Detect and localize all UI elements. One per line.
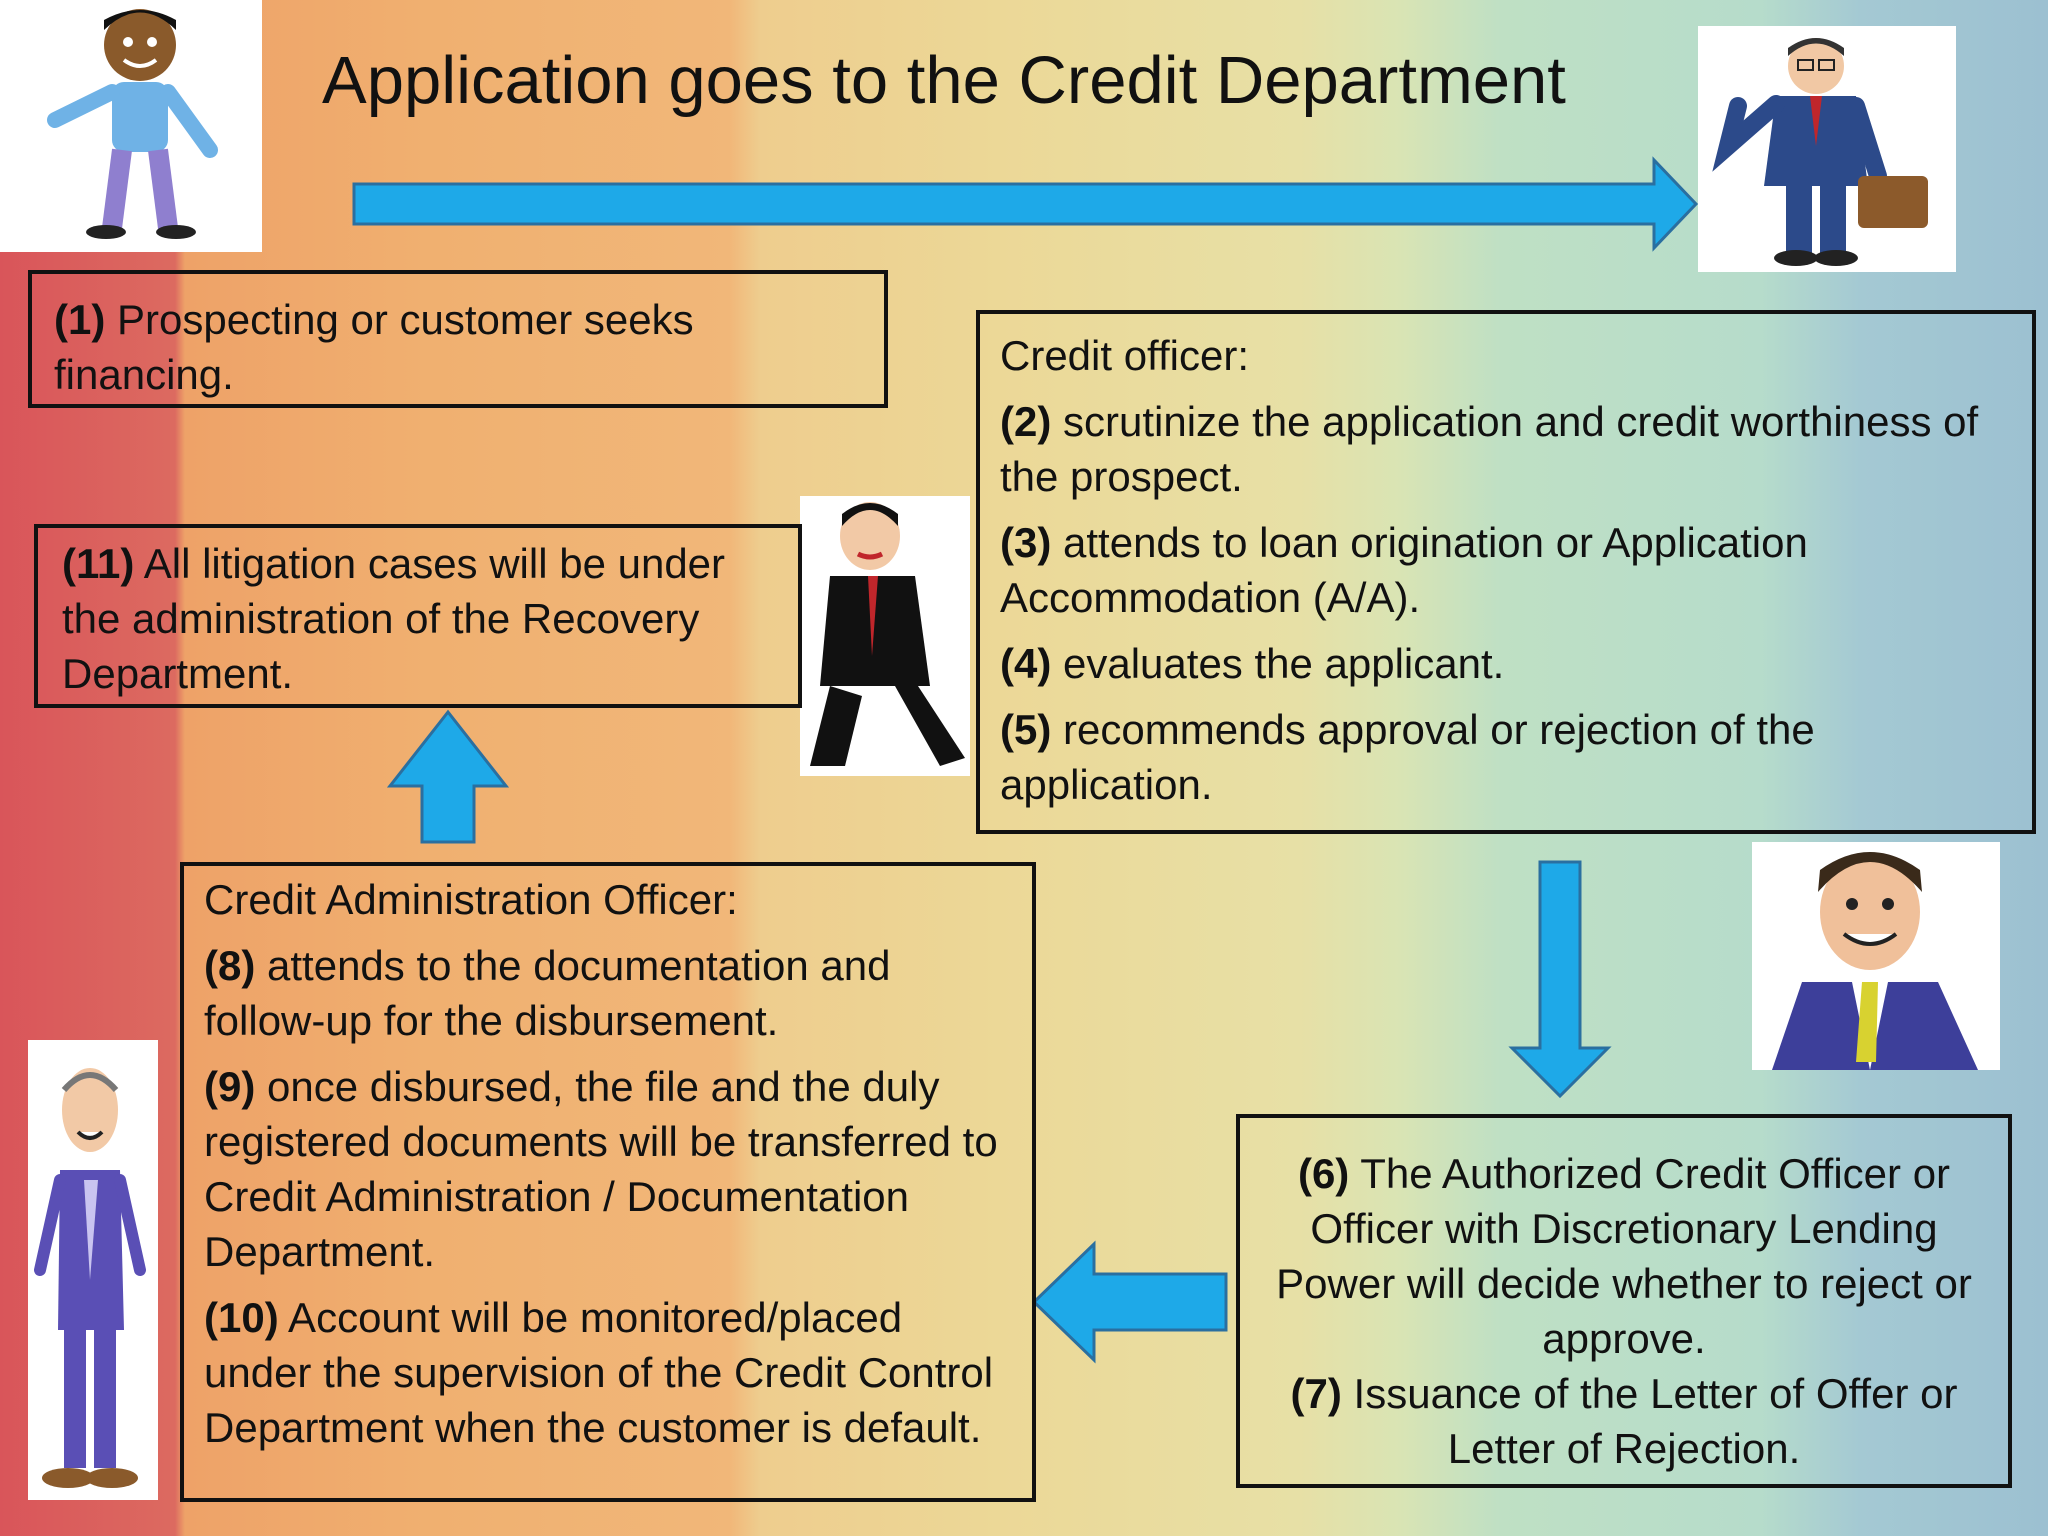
boy-cartoon-icon (0, 0, 262, 252)
step-description: attends to loan origination or Applicati… (1000, 519, 1808, 621)
step-description: Issuance of the Letter of Offer or Lette… (1341, 1370, 1958, 1472)
credit-officer-heading: Credit officer: (1000, 332, 1249, 379)
credit-officer-box: Credit officer: (2) scrutinize the appli… (976, 310, 2036, 834)
step-description: All litigation cases will be under the a… (62, 540, 726, 697)
step-number: (7) (1290, 1370, 1342, 1417)
step-7-text: (7) Issuance of the Letter of Offer or L… (1258, 1366, 1990, 1476)
step-1-box: (1) Prospecting or customer seeks financ… (28, 270, 888, 408)
step-2-text: (2) scrutinize the application and credi… (1000, 394, 2016, 504)
step-9-text: (9) once disbursed, the file and the dul… (204, 1059, 1018, 1279)
step-number: (5) (1000, 706, 1052, 753)
step-4-text: (4) evaluates the applicant. (1000, 636, 2016, 691)
step-number: (3) (1000, 519, 1052, 566)
step-11-box: (11) All litigation cases will be under … (34, 524, 802, 708)
step-description: recommends approval or rejection of the … (1000, 706, 1815, 808)
businessman-briefcase-icon (1698, 26, 1956, 272)
step-number: (4) (1000, 640, 1052, 687)
step-description: Prospecting or customer seeks financing. (54, 296, 694, 398)
step-1-text: (1) Prospecting or customer seeks financ… (54, 292, 864, 402)
left-arrow-icon (1031, 1240, 1228, 1364)
top-right-arrow-icon (352, 156, 1699, 252)
step-description: Account will be monitored/placed under t… (204, 1294, 994, 1451)
thin-man-cartoon-icon (28, 1040, 158, 1500)
step-number: (10) (204, 1294, 279, 1341)
smiling-officer-icon (1752, 842, 2000, 1070)
step-5-text: (5) recommends approval or rejection of … (1000, 702, 2016, 812)
step-description: once disbursed, the file and the duly re… (204, 1063, 998, 1275)
step-number: (1) (54, 296, 106, 343)
step-number: (6) (1297, 1150, 1350, 1197)
step-number: (2) (1000, 398, 1052, 445)
step-description: The Authorized Credit Officer or Officer… (1276, 1150, 1972, 1362)
step-description: evaluates the applicant. (1051, 640, 1505, 687)
step-number: (9) (204, 1063, 256, 1110)
step-11-text: (11) All litigation cases will be under … (62, 536, 778, 701)
slide-title: Application goes to the Credit Departmen… (322, 43, 1566, 118)
step-10-text: (10) Account will be monitored/placed un… (204, 1290, 1018, 1455)
step-description: scrutinize the application and credit wo… (1000, 398, 1979, 500)
step-6-text: (6) The Authorized Credit Officer or Off… (1258, 1146, 1990, 1366)
step-3-text: (3) attends to loan origination or Appli… (1000, 515, 2016, 625)
step-8-text: (8) attends to the documentation and fol… (204, 938, 1018, 1048)
step-number: (8) (204, 942, 256, 989)
credit-administration-box: Credit Administration Officer: (8) atten… (180, 862, 1036, 1502)
step-description: attends to the documentation and follow-… (204, 942, 891, 1044)
up-arrow-icon (386, 709, 510, 844)
step-number: (11) (62, 540, 135, 587)
step-6-7-box: (6) The Authorized Credit Officer or Off… (1236, 1114, 2012, 1488)
angry-manager-icon (800, 496, 970, 776)
down-arrow-icon (1508, 860, 1612, 1099)
cao-heading: Credit Administration Officer: (204, 876, 738, 923)
